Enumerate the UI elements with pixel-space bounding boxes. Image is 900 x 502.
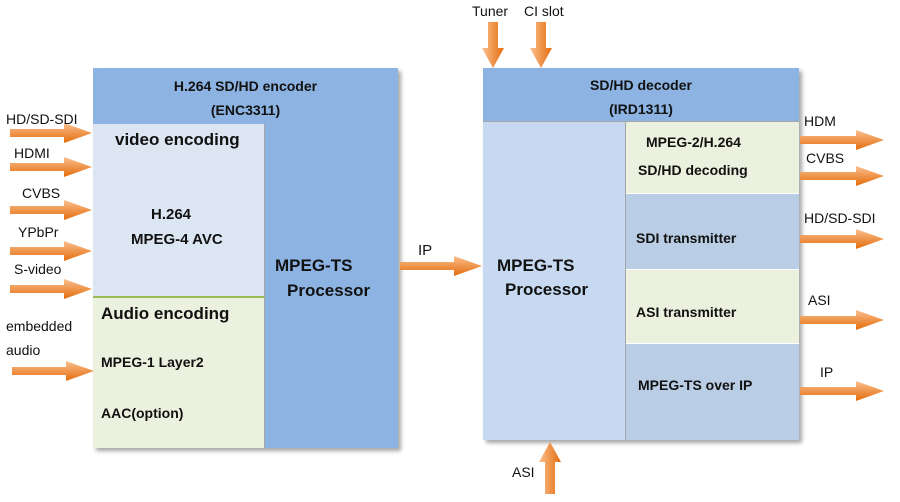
input-label-embedded: embedded (6, 318, 73, 334)
decoding-line1: MPEG-2/H.264 (646, 134, 741, 150)
encoder-header: H.264 SD/HD encoder (ENC3311) (93, 68, 398, 124)
arrow-out-hdm-icon (800, 130, 884, 150)
ip-link-label: IP (418, 242, 433, 259)
asi-transmitter-label: ASI transmitter (636, 304, 737, 320)
input-label-svideo: S-video (14, 261, 62, 277)
sdi-transmitter-label: SDI transmitter (636, 230, 737, 246)
decoder-processor-line1: MPEG-TS (497, 256, 575, 275)
video-encoding-panel: video encoding H.264 MPEG-4 AVC (93, 124, 265, 296)
arrow-out-hd-sdi-icon (800, 229, 884, 249)
arrow-ip-link-icon (400, 256, 482, 276)
audio-encoding-panel: Audio encoding MPEG-1 Layer2 AAC(option) (93, 296, 265, 448)
video-encoding-heading: video encoding (115, 130, 240, 149)
arrow-in-audio-icon (12, 361, 94, 381)
arrow-out-ip-icon (800, 381, 884, 401)
output-label-hdm: HDM (804, 113, 836, 129)
output-label-hd-sdi: HD/SD-SDI (804, 210, 876, 226)
arrow-in-hdmi-icon (10, 157, 92, 177)
arrow-out-cvbs-icon (800, 166, 884, 186)
arrow-in-svideo-icon (10, 279, 92, 299)
ts-over-ip-panel: MPEG-TS over IP (626, 344, 799, 440)
input-label-hdmi: HDMI (14, 145, 50, 161)
input-label-asi-bottom: ASI (512, 464, 535, 480)
arrow-in-hd-sdi-icon (10, 123, 92, 143)
decoder-title: SD/HD decoder (590, 77, 692, 93)
audio-codec-aac: AAC(option) (101, 405, 184, 421)
video-codec-h264: H.264 (151, 206, 192, 223)
arrow-in-ypbpr-icon (10, 241, 92, 261)
ts-over-ip-label: MPEG-TS over IP (638, 377, 753, 393)
encoder-processor-line2: Processor (287, 281, 371, 300)
encoder-model: (ENC3311) (210, 102, 281, 118)
decoder-processor-panel: MPEG-TS Processor (483, 122, 626, 440)
output-label-cvbs: CVBS (806, 150, 845, 166)
output-label-ip: IP (820, 364, 834, 380)
input-label-tuner: Tuner (472, 3, 509, 19)
asi-transmitter-panel: ASI transmitter (626, 270, 799, 344)
decoding-panel: MPEG-2/H.264 SD/HD decoding (626, 122, 799, 194)
decoder-model: (IRD1311) (609, 101, 673, 117)
output-label-asi: ASI (808, 292, 831, 308)
arrow-out-asi-icon (800, 310, 884, 330)
arrow-in-cvbs-icon (10, 200, 92, 220)
decoder-header: SD/HD decoder (IRD1311) (483, 68, 799, 122)
input-label-cvbs: CVBS (22, 185, 61, 201)
audio-encoding-heading: Audio encoding (101, 304, 230, 323)
decoding-line2: SD/HD decoding (638, 162, 748, 178)
input-label-hd-sdi: HD/SD-SDI (6, 111, 78, 127)
sdi-transmitter-panel: SDI transmitter (626, 194, 799, 270)
arrow-in-asi-icon (539, 442, 561, 494)
arrow-in-ci-slot-icon (530, 22, 552, 68)
encoder-processor-line1: MPEG-TS (275, 256, 353, 275)
decoder-processor-line2: Processor (505, 280, 589, 299)
arrow-in-tuner-icon (482, 22, 504, 68)
input-label-ypbpr: YPbPr (18, 224, 59, 240)
input-label-ci-slot: CI slot (524, 3, 564, 19)
input-label-audio: audio (6, 342, 41, 358)
encoder-title: H.264 SD/HD encoder (173, 78, 318, 94)
video-codec-avc: MPEG-4 AVC (131, 231, 223, 248)
audio-codec-mpeg1: MPEG-1 Layer2 (101, 354, 204, 370)
